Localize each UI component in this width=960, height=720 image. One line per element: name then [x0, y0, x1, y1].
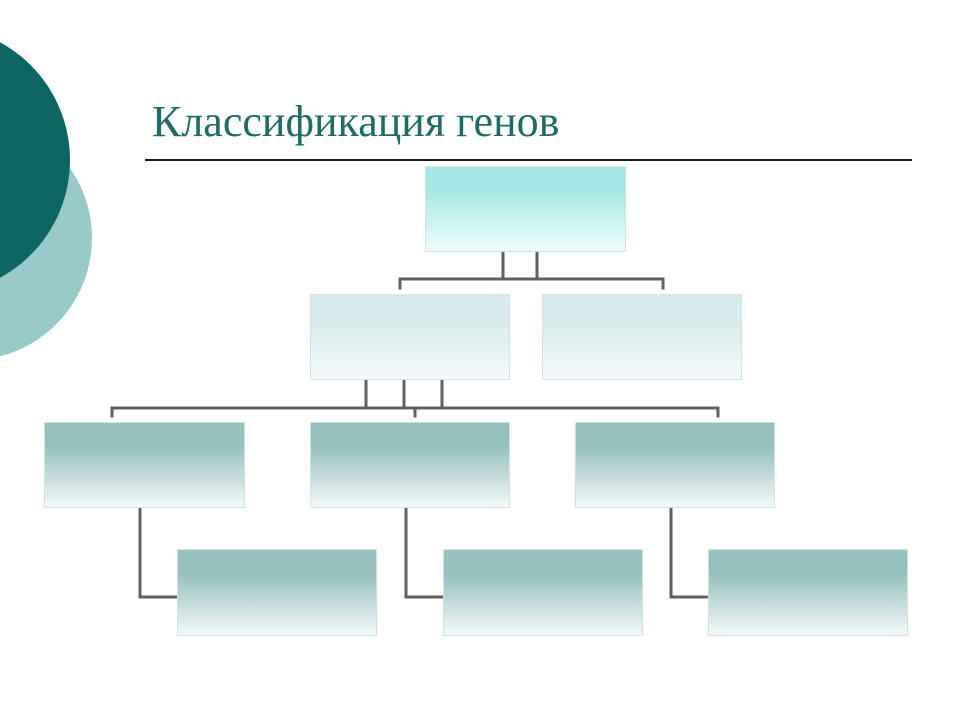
diagram-node-level2-left[interactable]	[310, 294, 510, 380]
diagram-node-level4-middle[interactable]	[443, 549, 643, 636]
dark-teal-circle	[0, 42, 70, 278]
diagram-node-level2-right[interactable]	[542, 294, 742, 380]
diagram-node-level3-left[interactable]	[44, 422, 245, 508]
slide-title[interactable]: Классификация генов	[152, 97, 560, 146]
diagram-node-root[interactable]	[425, 166, 626, 252]
connector-l3a-l4a	[138, 506, 179, 599]
diagram-node-level3-right[interactable]	[575, 422, 775, 508]
connector-l3b-l4b	[404, 506, 445, 599]
connector-l3c-l4c	[669, 506, 710, 599]
diagram-node-level4-right[interactable]	[708, 549, 908, 636]
diagram-node-level4-left[interactable]	[177, 549, 377, 636]
diagram-node-level3-middle[interactable]	[310, 422, 510, 508]
connector-level2-children	[110, 378, 720, 418]
connector-root-children	[398, 250, 665, 290]
title-underline	[145, 159, 912, 161]
